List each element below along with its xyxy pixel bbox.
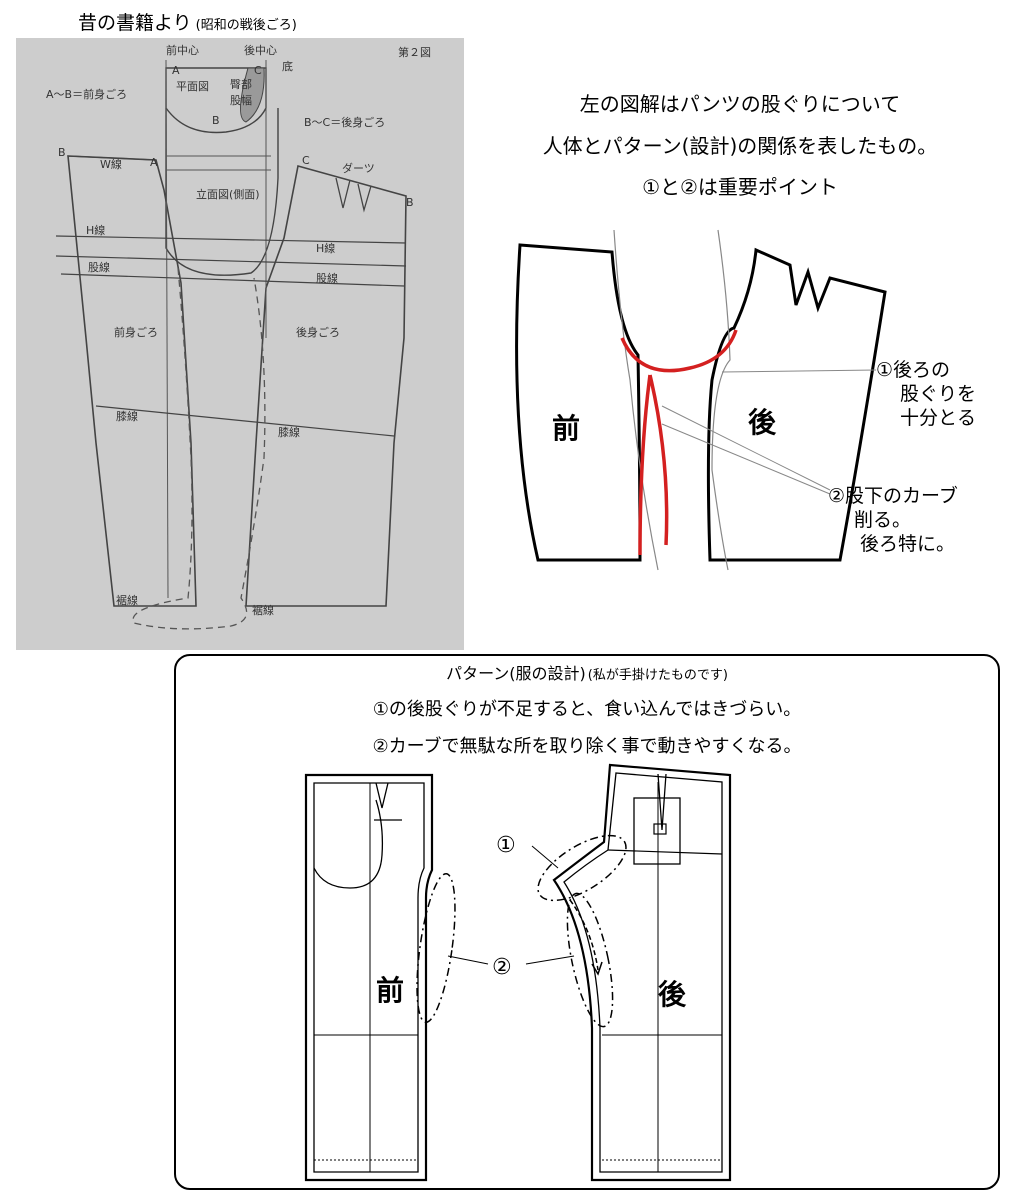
back-piece-outer	[552, 763, 732, 1182]
top-back-leg	[706, 247, 887, 562]
explanation-line-1: 左の図解はパンツの股ぐりについて	[579, 92, 901, 116]
pattern-box	[174, 654, 1000, 1190]
marker-2: ②	[492, 955, 512, 980]
pattern-subtitle: (私が手掛けたものです)	[587, 668, 728, 683]
old-front-center-line	[165, 59, 169, 599]
back-crotch-ellipse	[537, 834, 627, 902]
old-w-line	[67, 155, 157, 161]
old-crotch-line	[55, 255, 407, 267]
top-pointer-2a	[661, 405, 831, 491]
old-label-plan-view: 平面図	[176, 80, 209, 93]
back-yoke-line	[607, 849, 723, 855]
old-plan-view	[165, 67, 267, 134]
pattern-title-text: パターン(服の設計)	[446, 664, 586, 683]
old-crotch-line-2	[60, 273, 405, 287]
old-label-pt-c: C	[254, 64, 262, 77]
old-label-pt-a2: A	[150, 156, 158, 169]
old-book-subtitle: (昭和の戦後ごろ)	[195, 18, 297, 33]
pattern-title: パターン(服の設計)(私が手掛けたものです)	[174, 660, 1000, 684]
old-book-title-text: 昔の書籍より	[78, 12, 192, 34]
old-label-back-center: 後中心	[244, 43, 277, 57]
old-back-leg	[245, 164, 407, 607]
back-dart	[657, 773, 667, 831]
old-elevation	[165, 108, 279, 276]
old-label-w-line: W線	[100, 157, 122, 171]
old-label-front-center: 前中心	[166, 43, 199, 57]
top-crotch-curve	[620, 329, 738, 373]
scan-background	[16, 38, 464, 650]
crotch-body-diagram: 前 後 ①後ろの 股ぐりを 十分とる ②股下のカーブ 削る。 後ろ特に。	[515, 229, 976, 571]
old-dart	[335, 177, 372, 213]
top-note-2-line-3: 後ろ特に。	[860, 533, 955, 555]
old-knee-line	[95, 405, 395, 437]
front-pocket	[313, 799, 384, 889]
old-book-title: 昔の書籍より(昭和の戦後ごろ)	[78, 8, 297, 35]
marker-2-leader-right	[525, 955, 575, 965]
old-label-h-line: H線	[86, 223, 105, 237]
top-body-line-1	[613, 229, 659, 571]
top-body-line-2	[711, 229, 731, 571]
old-label-pt-b2: B	[58, 146, 66, 159]
back-inseam-ellipse	[566, 892, 614, 1028]
explanation-line-2: 人体とパターン(設計)の関係を表したもの。	[542, 134, 938, 158]
old-label-figure-no: 第２図	[398, 45, 431, 59]
old-label-crotch-line-back: 股線	[316, 271, 338, 285]
back-pocket	[633, 797, 681, 865]
old-body-silhouette	[132, 267, 266, 630]
old-label-hem-line: 裾線	[116, 593, 138, 607]
old-label-crotch-width: 股幅	[230, 94, 252, 107]
top-note-1-line-1: ①後ろの	[876, 359, 950, 381]
old-label-knee-line-back: 膝線	[278, 425, 300, 439]
old-label-hip-width: 臀部	[230, 77, 252, 91]
old-label-knee-line: 膝線	[116, 409, 138, 423]
old-label-pt-a: A	[172, 64, 180, 77]
pattern-label-back: 後	[658, 978, 687, 1011]
front-piece-inner	[313, 782, 425, 1173]
old-label-crotch-line: 股線	[88, 260, 110, 274]
top-note-2-line-2: 削る。	[854, 509, 911, 531]
front-dart	[375, 782, 389, 809]
top-label-front: 前	[552, 412, 580, 445]
back-piece-inner	[563, 772, 723, 1173]
pattern-line-2: ②カーブで無駄な所を取り除く事で動きやすくなる。	[372, 736, 802, 757]
old-plan-hatch	[240, 67, 265, 123]
back-arrow-head	[591, 961, 603, 976]
old-front-leg	[67, 155, 197, 607]
old-label-bottom: 底	[282, 59, 293, 73]
old-label-pt-c2: C	[302, 154, 310, 167]
top-pointer-1	[721, 369, 877, 373]
top-note-1-line-2: 股ぐりを	[900, 383, 976, 405]
marker-1-leader	[531, 845, 559, 869]
pattern-line-1: ①の後股ぐりが不足すると、食い込んではきづらい。	[372, 699, 802, 720]
old-label-back-body: 後身ごろ	[296, 325, 340, 339]
old-label-front-body: 前身ごろ	[114, 325, 158, 339]
pattern-diagram: ① ② 前 後	[304, 763, 732, 1182]
top-note-2-line-1: ②股下のカーブ	[828, 484, 958, 507]
top-inseam-back	[648, 374, 669, 546]
old-label-b-c: B〜C＝後身ごろ	[304, 115, 385, 129]
pattern-label-front: 前	[376, 974, 404, 1007]
top-front-leg	[515, 243, 642, 562]
top-pointer-2b	[661, 423, 831, 495]
top-inseam-front	[638, 374, 652, 556]
back-button-mark	[653, 823, 667, 835]
old-label-pt-b3: B	[406, 196, 414, 209]
top-label-back: 後	[748, 406, 777, 439]
old-label-elevation: 立面図(側面)	[196, 187, 260, 201]
old-label-a-b: A〜B＝前身ごろ	[46, 87, 127, 101]
old-label-dart: ダーツ	[342, 161, 375, 175]
marker-2-leader-left	[447, 955, 489, 965]
old-label-h-line-back: H線	[316, 241, 335, 255]
old-h-line	[55, 235, 407, 244]
front-piece-outer	[304, 773, 434, 1182]
marker-1: ①	[496, 833, 516, 858]
old-book-scan-diagram: 前中心 後中心 第２図 平面図 臀部 股幅 底 A〜B＝前身ごろ B〜C＝後身ご…	[16, 38, 464, 650]
top-note-1-line-3: 十分とる	[900, 407, 976, 429]
old-label-hem-line-back: 裾線	[252, 603, 274, 617]
back-crotch-arrow	[569, 899, 599, 971]
explanation-line-3: ①と②は重要ポイント	[642, 175, 838, 199]
old-label-pt-b: B	[212, 114, 220, 127]
